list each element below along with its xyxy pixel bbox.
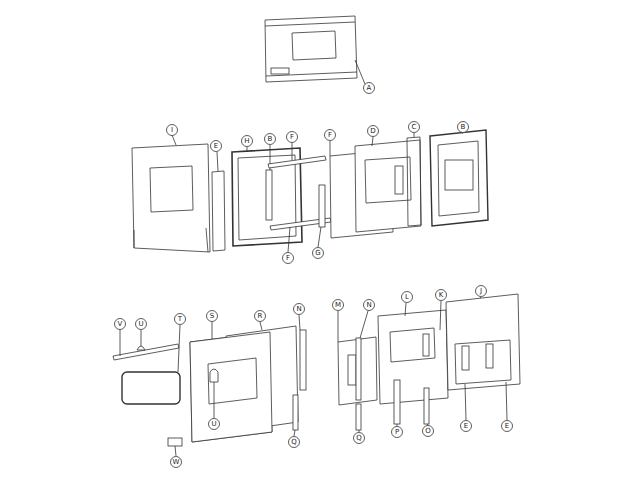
callout-circle [242, 136, 253, 147]
callout-circle [207, 311, 218, 322]
callout-circle [171, 457, 182, 468]
callout-circle [476, 286, 487, 297]
callout-letter: I [171, 127, 173, 134]
callout-circle [136, 319, 147, 330]
callout-circle [436, 290, 447, 301]
callout-letter: E [214, 143, 218, 150]
callout-circle [287, 132, 298, 143]
callout-letter: D [370, 128, 375, 135]
callout-circle [354, 433, 365, 444]
callout-circle [461, 421, 472, 432]
callout-circle [458, 122, 469, 133]
callout-letter: Q [356, 435, 362, 442]
callout-letter: E [464, 423, 468, 430]
callout-circle [289, 437, 300, 448]
callout-letter: H [244, 138, 249, 145]
callout-letter: R [258, 313, 263, 320]
callout-circle [283, 253, 294, 264]
callout-letter: M [335, 302, 341, 309]
callout-circle [325, 130, 336, 141]
callout-letter: T [178, 316, 182, 323]
callout-circle [392, 427, 403, 438]
callout-circle [294, 304, 305, 315]
callout-circle [368, 126, 379, 137]
callout-letter: F [328, 132, 332, 139]
callout-circle [209, 419, 220, 430]
callout-circle [167, 125, 178, 136]
callout-letter: J [480, 288, 482, 295]
callout-letter: F [286, 255, 290, 262]
callout-circle [333, 300, 344, 311]
callout-circle [255, 311, 266, 322]
callout-letter: L [405, 294, 409, 301]
callout-circle [175, 314, 186, 325]
callout-circle [402, 292, 413, 303]
callout-letter: K [439, 292, 444, 299]
callout-letter: B [268, 136, 273, 143]
callout-circle [423, 426, 434, 437]
callout-letter: G [315, 250, 320, 257]
callout-circle [211, 141, 222, 152]
callout-letter: N [366, 302, 371, 309]
callout-letter: S [210, 313, 214, 320]
callout-letter: A [367, 85, 372, 92]
callout-letter: O [425, 428, 431, 435]
callout-circle [115, 319, 126, 330]
callout-letter: Q [291, 439, 297, 446]
callout-letter: N [296, 306, 301, 313]
callout-circle [364, 83, 375, 94]
callout-letter: V [118, 321, 123, 328]
callout-letter: C [412, 124, 417, 131]
callout-letter: U [138, 321, 143, 328]
callout-letter: E [505, 423, 509, 430]
callout-letter: P [395, 429, 399, 436]
callout-letter: B [461, 124, 466, 131]
callout-circle [409, 122, 420, 133]
callout-circle [265, 134, 276, 145]
callout-letter: F [290, 134, 294, 141]
callout-circle [502, 421, 513, 432]
callout-letter: U [211, 421, 216, 428]
callout-letter: W [173, 459, 180, 466]
callout-circle [364, 300, 375, 311]
callout-circle [313, 248, 324, 259]
